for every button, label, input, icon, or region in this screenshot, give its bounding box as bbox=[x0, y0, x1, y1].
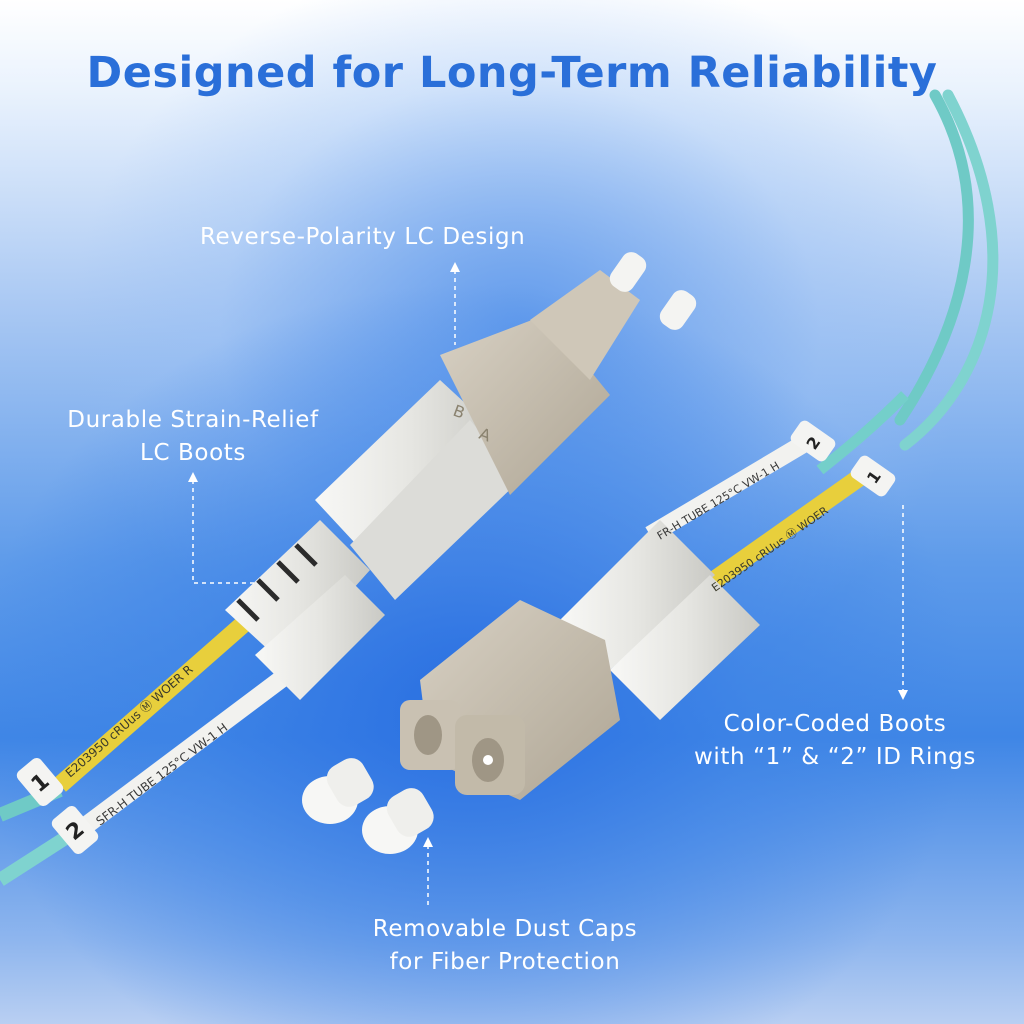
callout-reverse-polarity-text: Reverse-Polarity LC Design bbox=[200, 224, 526, 250]
yellow-fiber-left bbox=[54, 598, 271, 792]
id-ring-2-left bbox=[51, 805, 99, 855]
id-ring-1-left bbox=[16, 757, 64, 807]
aqua-cable-right-1 bbox=[894, 89, 974, 426]
boot-right-1 bbox=[560, 520, 715, 670]
white-jacket-print-right: FR-H TUBE 125°C VW-1 H bbox=[655, 459, 782, 542]
callout-color-coded-line2: with “1” & “2” ID Rings bbox=[693, 744, 977, 770]
ferrule-left-1 bbox=[609, 252, 647, 292]
lc-latch-left bbox=[530, 270, 640, 380]
yellow-fiber-right bbox=[694, 462, 876, 598]
lc-housing-left bbox=[440, 315, 610, 495]
callout-strain-relief: Durable Strain-Relief LC Boots bbox=[48, 404, 338, 470]
callout-color-coded: Color-Coded Boots with “1” & “2” ID Ring… bbox=[670, 708, 1000, 774]
id-ring-2-right bbox=[790, 420, 836, 462]
ferrule-left-2 bbox=[659, 290, 697, 330]
lc-body-left-1 bbox=[315, 380, 505, 570]
aqua-cable-left-2 bbox=[0, 829, 74, 886]
id-ring-1-right bbox=[850, 455, 896, 497]
callout-strain-relief-line2: LC Boots bbox=[140, 440, 246, 466]
boot-left-2 bbox=[255, 575, 385, 700]
aqua-cable-right-2 bbox=[899, 89, 999, 451]
callout-reverse-polarity: Reverse-Polarity LC Design bbox=[200, 221, 525, 254]
page-title: Designed for Long-Term Reliability bbox=[86, 48, 938, 98]
boot-left-1 bbox=[225, 520, 370, 665]
callout-color-coded-line1: Color-Coded Boots bbox=[723, 711, 947, 737]
callout-strain-relief-line1: Durable Strain-Relief bbox=[67, 407, 319, 433]
white-fiber-left bbox=[74, 657, 306, 838]
aqua-cable-right-3 bbox=[816, 391, 909, 475]
boot-right-2 bbox=[610, 575, 760, 720]
white-fiber-right bbox=[645, 432, 815, 543]
callout-dust-caps: Removable Dust Caps for Fiber Protection bbox=[340, 913, 670, 979]
callout-dust-caps-line2: for Fiber Protection bbox=[389, 949, 621, 975]
lc-body-left-2 bbox=[350, 420, 520, 600]
callout-line-strain bbox=[192, 480, 255, 584]
callout-dust-caps-line1: Removable Dust Caps bbox=[372, 916, 638, 942]
yellow-jacket-print-right: E203950 cRUus Ⓜ WOER bbox=[709, 504, 831, 595]
